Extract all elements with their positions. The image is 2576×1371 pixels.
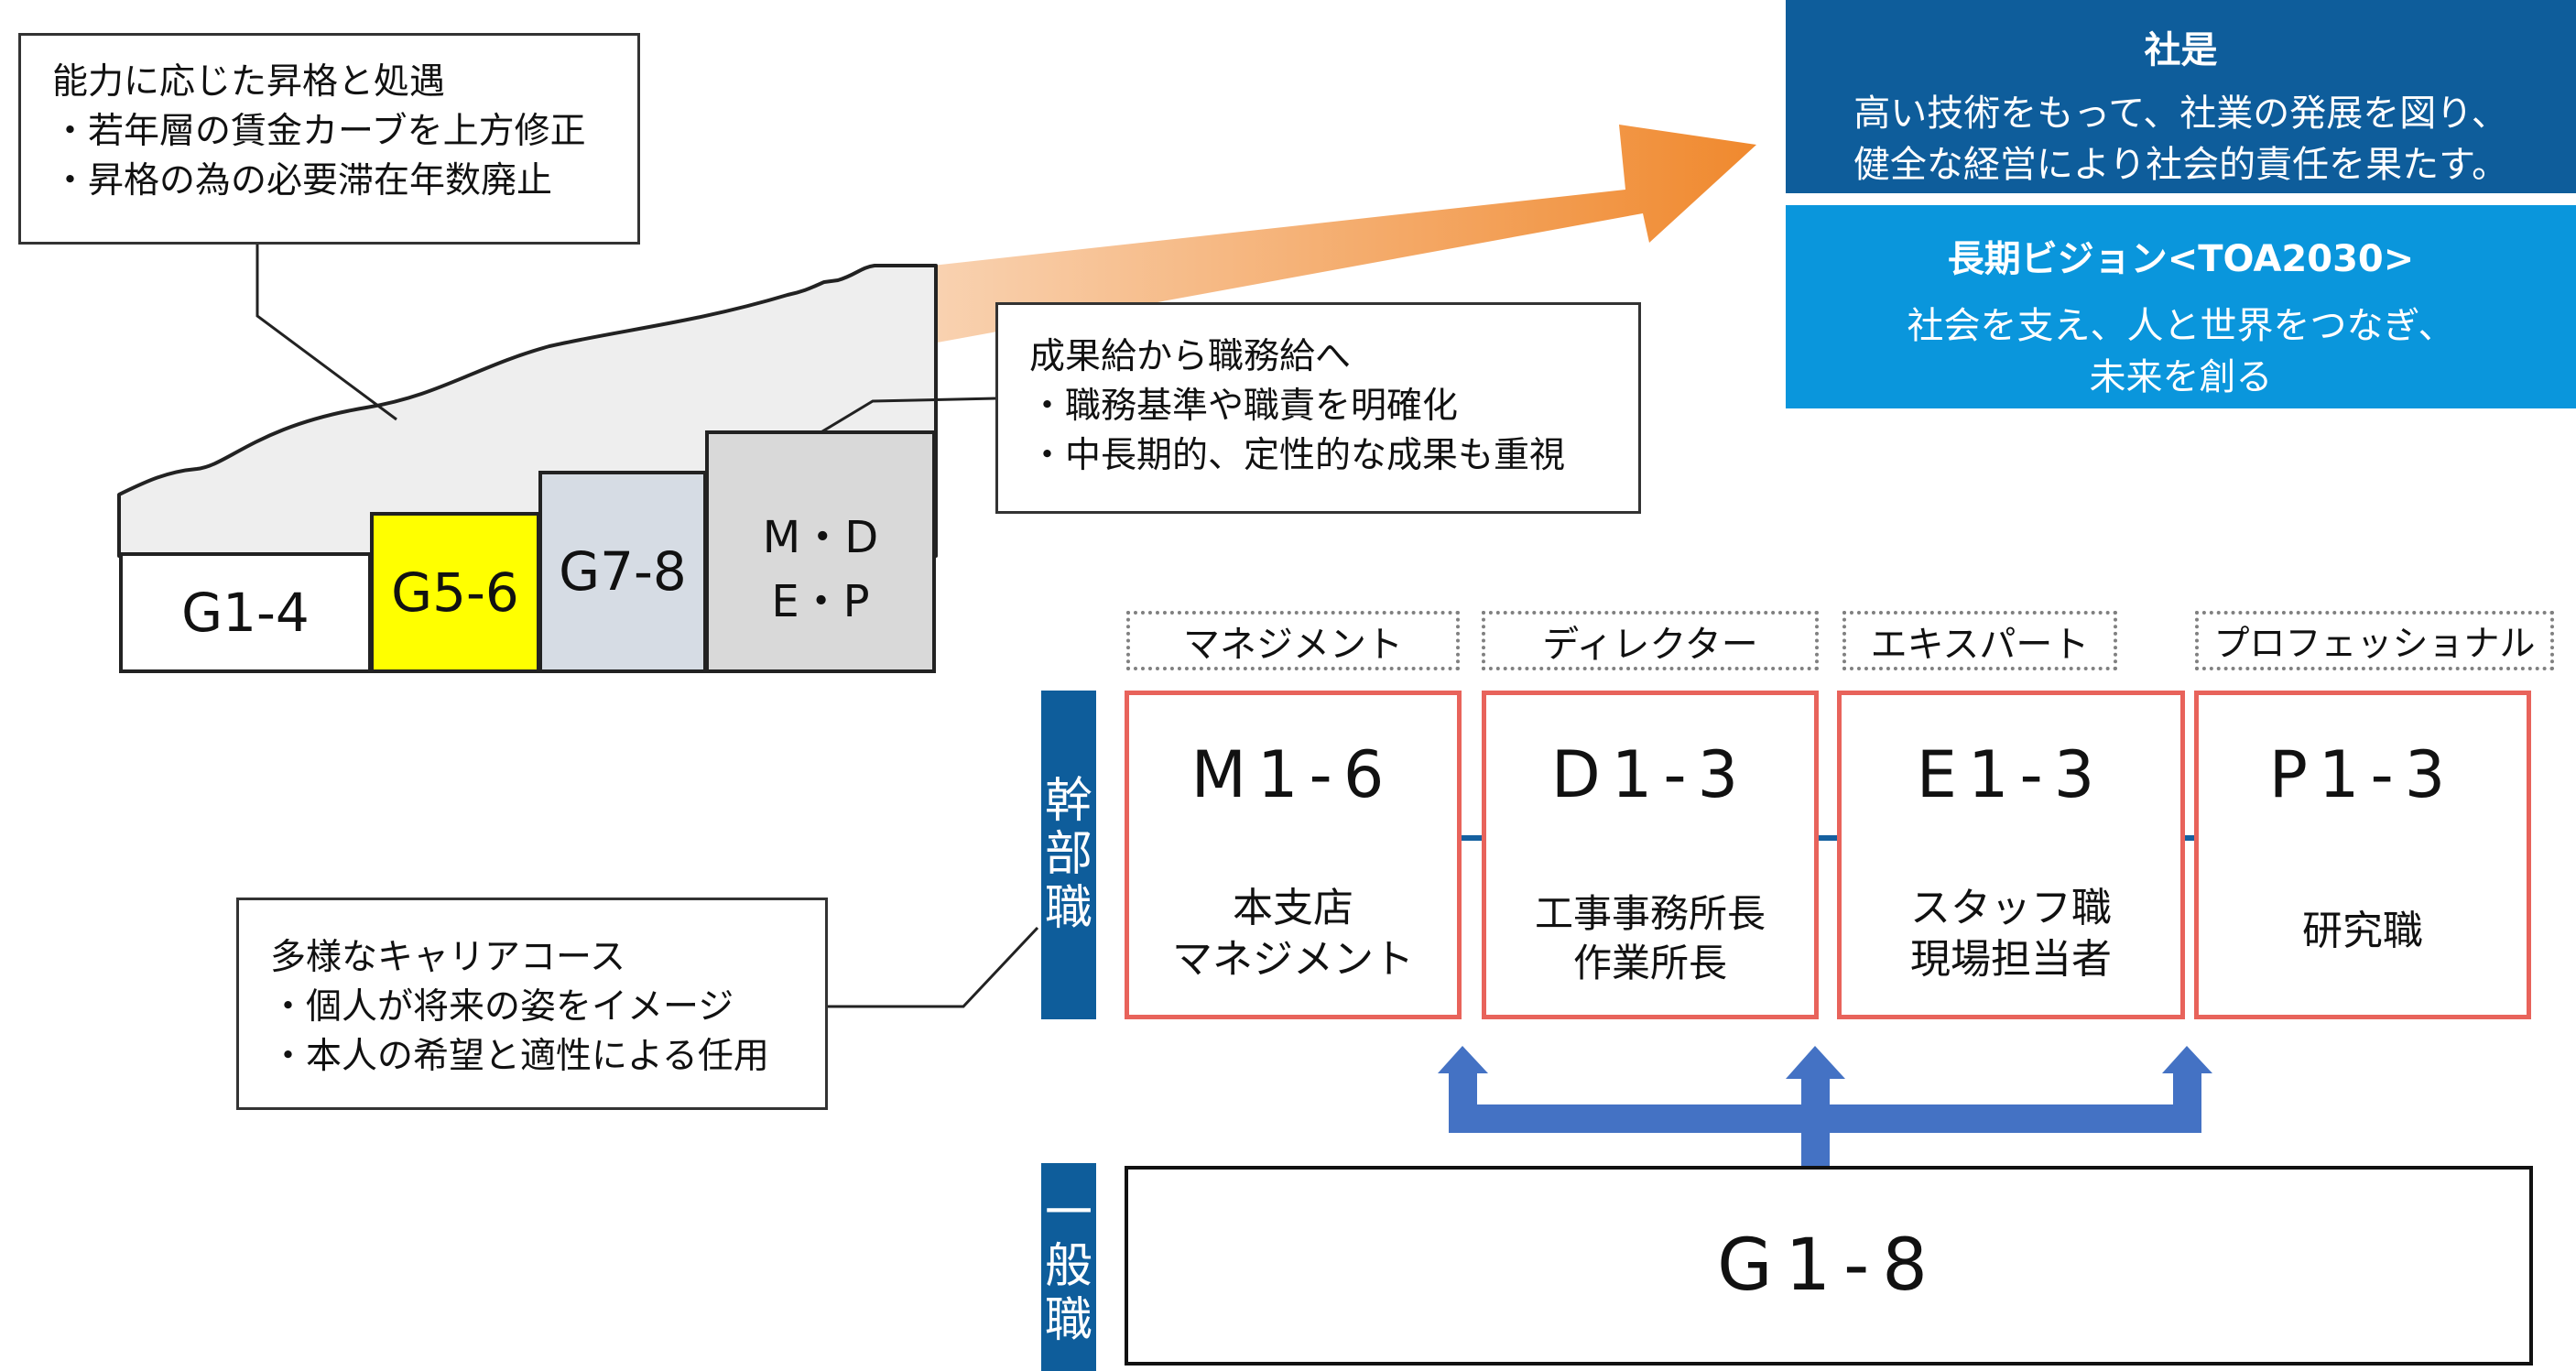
executive-label-char: 幹: [1044, 774, 1092, 830]
company-motto-panel: 社是 高い技術をもって、社業の発展を図り、 健全な経営により社会的責任を果たす。: [1786, 0, 2576, 193]
general-label: 一 般 職: [1041, 1163, 1096, 1371]
track-box-professional: P1-3 研究職: [2194, 691, 2531, 1019]
long-term-vision-panel: 長期ビジョン<TOA2030> 社会を支え、人と世界をつなぎ、 未来を創る: [1786, 205, 2576, 408]
long-term-vision-title: 長期ビジョン<TOA2030>: [1947, 238, 2415, 280]
grade-step-mdep: M・D E・P: [705, 430, 936, 673]
track-role: スタッフ職 現場担当者: [1910, 885, 2112, 984]
track-box-expert: E1-3 スタッフ職 現場担当者: [1837, 691, 2185, 1019]
track-code: P1-3: [2268, 737, 2457, 812]
executive-label: 幹 部 職: [1041, 691, 1096, 1019]
track-box-management: M1-6 本支店 マネジメント: [1125, 691, 1462, 1019]
promotion-up-arrows: [1438, 1046, 2212, 1168]
company-motto-title: 社是: [2144, 29, 2218, 71]
track-code: D1-3: [1550, 737, 1750, 812]
grade-step-g7-8: G7-8: [538, 471, 707, 673]
company-motto-text: 高い技術をもって、社業の発展を図り、 健全な経営により社会的責任を果たす。: [1853, 92, 2509, 186]
general-grade-box: G1-8: [1125, 1166, 2533, 1366]
track-header-expert: エキスパート: [1842, 611, 2117, 670]
general-label-char: 職: [1044, 1292, 1092, 1348]
grade-step-g1-4: G1-4: [119, 552, 372, 673]
career-callout: 多様なキャリアコース ・個人が将来の姿をイメージ ・本人の希望と適性による任用: [236, 898, 828, 1110]
track-box-director: D1-3 工事事務所長 作業所長: [1482, 691, 1819, 1019]
general-label-char: 般: [1044, 1239, 1092, 1295]
executive-label-char: 職: [1044, 880, 1092, 936]
track-header-director: ディレクター: [1482, 611, 1819, 670]
track-code: E1-3: [1916, 737, 2106, 812]
track-header-professional: プロフェッショナル: [2195, 611, 2554, 670]
executive-label-char: 部: [1044, 827, 1092, 883]
track-role: 研究職: [2302, 908, 2423, 954]
track-role: 本支店 マネジメント: [1172, 885, 1414, 984]
track-role: 工事事務所長 作業所長: [1534, 891, 1766, 985]
pay-callout: 成果給から職務給へ ・職務基準や職責を明確化 ・中長期的、定性的な成果も重視: [995, 302, 1641, 514]
track-code: M1-6: [1190, 737, 1396, 812]
promotion-callout-leader: [255, 245, 397, 421]
track-header-management: マネジメント: [1126, 611, 1460, 670]
career-callout-leader: [826, 926, 1039, 1008]
long-term-vision-text: 社会を支え、人と世界をつなぎ、 未来を創る: [1907, 305, 2455, 398]
general-label-char: 一: [1044, 1186, 1092, 1242]
growth-arrow: [932, 125, 1756, 343]
grade-step-g5-6: G5-6: [370, 512, 540, 673]
promotion-callout: 能力に応じた昇格と処遇 ・若年層の賃金カーブを上方修正 ・昇格の為の必要滞在年数…: [18, 33, 640, 245]
